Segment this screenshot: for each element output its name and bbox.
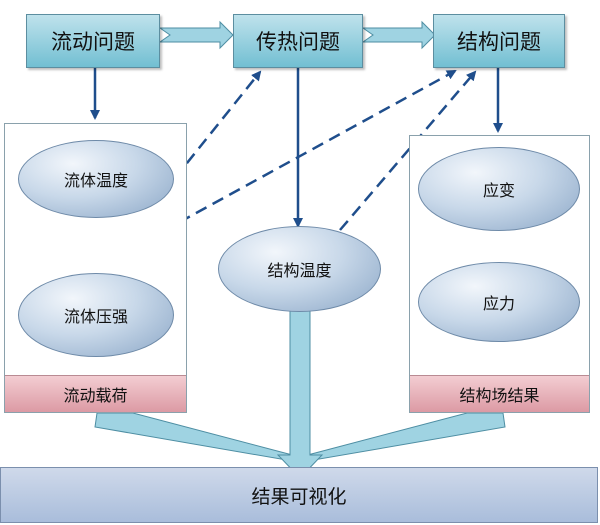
flow-problem-box: 流动问题 bbox=[26, 14, 160, 68]
dashed-arrow-temp-to-heat bbox=[174, 70, 262, 179]
dashed-arrow-center-to-structure bbox=[339, 70, 477, 231]
structure-result-label: 结构场结果 bbox=[410, 375, 589, 412]
structure-temperature-node: 结构温度 bbox=[218, 226, 381, 312]
fluid-temperature-node: 流体温度 bbox=[18, 140, 174, 218]
wide-arrow-right bbox=[299, 412, 506, 463]
flow-load-label: 流动载荷 bbox=[5, 375, 186, 412]
heat-problem-box: 传热问题 bbox=[233, 14, 363, 68]
chevron-flow-to-heat bbox=[158, 20, 234, 50]
strain-node: 应变 bbox=[418, 147, 580, 231]
wide-arrow-center bbox=[276, 304, 324, 479]
chevron-heat-to-structure bbox=[361, 20, 436, 50]
fluid-pressure-node: 流体压强 bbox=[18, 273, 174, 357]
wide-arrow-left bbox=[94, 412, 301, 463]
result-visualization-bar: 结果可视化 bbox=[0, 467, 598, 523]
stress-node: 应力 bbox=[418, 262, 580, 342]
structure-problem-box: 结构问题 bbox=[433, 14, 565, 68]
